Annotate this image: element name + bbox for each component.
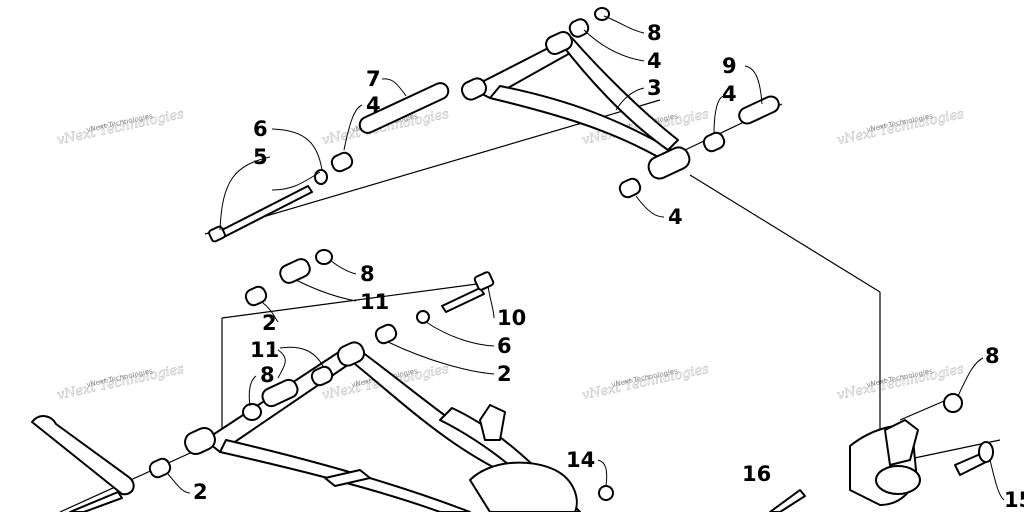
- callout-c-4-top: 4: [647, 49, 662, 73]
- callout-layer: 84374946548111026112881416215: [193, 21, 1024, 512]
- callout-c-2-right: 2: [497, 362, 512, 386]
- callout-c-4-right: 4: [722, 82, 737, 106]
- callout-c-8-top: 8: [647, 21, 662, 45]
- callout-c-10: 10: [497, 306, 526, 330]
- callout-c-8-mid: 8: [360, 262, 375, 286]
- callout-c-7: 7: [366, 67, 381, 91]
- leader-lines: [167, 15, 1005, 501]
- callout-c-15: 15: [1004, 488, 1024, 512]
- lower-a-arm: [184, 341, 581, 512]
- watermark-logo: vNext Technologies: [836, 107, 966, 149]
- callout-c-2-bottom: 2: [193, 480, 208, 504]
- upper-hardware: [208, 7, 780, 243]
- callout-c-8-left: 8: [260, 363, 275, 387]
- callout-c-11-mid: 11: [360, 290, 389, 314]
- callout-c-11-left: 11: [250, 338, 279, 362]
- callout-c-16: 16: [742, 462, 771, 486]
- callout-c-4-low: 4: [668, 205, 683, 229]
- callout-c-4-mid: 4: [366, 93, 381, 117]
- lower-hardware: [31, 249, 614, 512]
- watermark-logo: vNext Technologies: [581, 362, 711, 404]
- watermark-logo: vNext Technologies: [56, 107, 186, 149]
- callout-c-14: 14: [566, 448, 595, 472]
- spindle-hardware: [769, 393, 994, 512]
- callout-c-5: 5: [253, 145, 268, 169]
- callout-c-8-far: 8: [985, 344, 1000, 368]
- callout-c-2-left: 2: [262, 311, 277, 335]
- callout-c-6-right: 6: [497, 334, 512, 358]
- watermark-logo: vNext Technologies: [56, 362, 186, 404]
- upper-a-arm: [460, 30, 691, 180]
- callout-c-9: 9: [722, 54, 737, 78]
- callout-c-3: 3: [647, 76, 662, 100]
- callout-c-6-left: 6: [253, 117, 268, 141]
